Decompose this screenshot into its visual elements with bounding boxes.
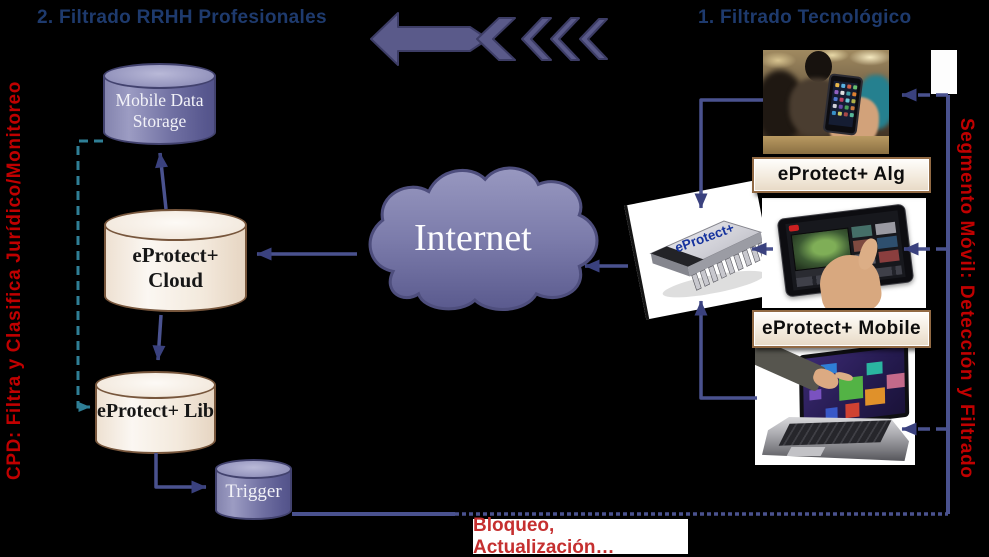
person-head (805, 51, 832, 82)
arrow-lib-to-trigger (154, 453, 207, 494)
trigger-label: Trigger (225, 481, 282, 502)
left-vertical-label: CPD: Filtra y Clasifica Jurídico/Monitor… (4, 81, 25, 481)
node-mobile-data-storage: Mobile Data Storage (103, 63, 216, 145)
title-filtrado-rrhh: 2. Filtrado RRHH Profesionales (37, 7, 327, 28)
node-eprotect-cloud: eProtect+ Cloud (104, 209, 247, 312)
cloud-shape (368, 166, 599, 312)
chip-paper: eProtect+ (624, 180, 777, 320)
title-filtrado-tecnologico: 1. Filtrado Tecnológico (698, 7, 912, 28)
label-eprotect-mobile: eProtect+ Mobile (752, 310, 931, 348)
internet-label: Internet (414, 217, 532, 259)
laptop-touchpad (786, 447, 826, 456)
cylinder-top (104, 209, 247, 241)
node-trigger: Trigger (215, 459, 292, 520)
label-eprotect-alg: eProtect+ Alg (752, 157, 931, 193)
laptop-base (762, 417, 909, 461)
photo-laptop-touch (755, 345, 915, 465)
cylinder-top (215, 459, 292, 479)
white-marker-box (931, 50, 957, 94)
laptop-keyboard (778, 420, 892, 446)
store-table (763, 136, 889, 154)
photo-tablet-hand (762, 198, 926, 308)
arrow-cloud-to-lib (152, 314, 166, 361)
left-chevron-arrow-icon (370, 12, 608, 66)
eprotect-lib-label: eProtect+ Lib (96, 400, 215, 422)
cylinder-top (95, 371, 216, 399)
arrow-clo}d-to-storage (155, 152, 169, 210)
right-vertical-label: Segmento Móvil: Detección y Filtrado (956, 117, 977, 479)
smartphone-icon (822, 73, 864, 136)
mobile-data-storage-label: Mobile Data Storage (115, 90, 204, 131)
dip-microchip-icon: eProtect+ (649, 220, 768, 298)
photo-smartphone-store (763, 50, 889, 154)
footer-note: Bloqueo, Actualización… (473, 515, 688, 557)
smartphone-screen (828, 80, 858, 128)
cylinder-top (103, 63, 216, 89)
arrow-laptop-to-chip (694, 300, 757, 400)
node-internet-cloud: Internet (368, 166, 599, 312)
node-eprotect-lib: eProtect+ Lib (95, 371, 216, 454)
video-app-logo (788, 224, 800, 232)
eprotect-cloud-label: eProtect+ Cloud (132, 243, 219, 293)
dashed-feedback-line (76, 139, 103, 412)
